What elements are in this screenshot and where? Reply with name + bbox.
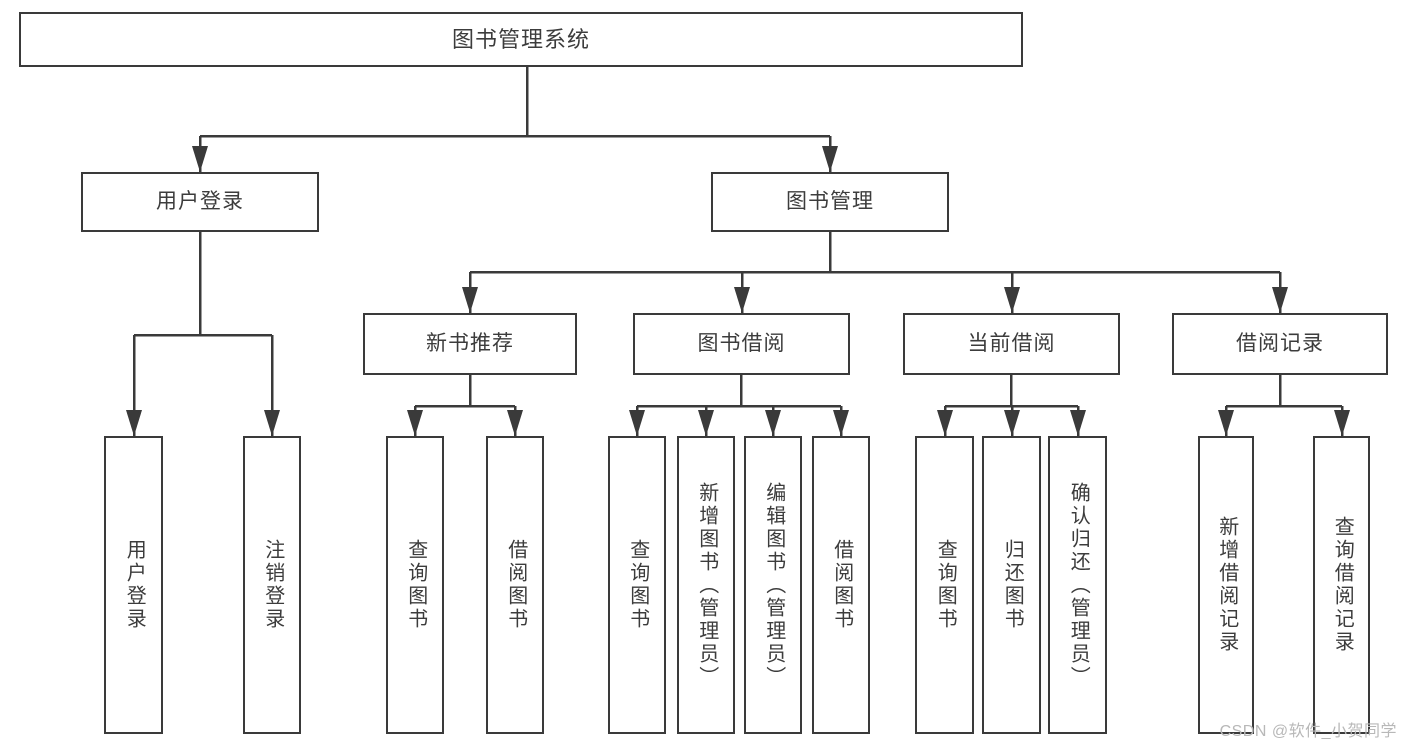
arrowhead-icon [629,410,645,436]
node-leaf-confirm[interactable]: 确认归还（管理员） [1048,436,1107,734]
arrowhead-icon [937,410,953,436]
node-label: 查询借阅记录 [1331,516,1354,654]
node-leaf-query-3[interactable]: 查询图书 [915,436,974,734]
node-book-borrow[interactable]: 图书借阅 [633,313,850,375]
node-label: 查询图书 [626,539,649,631]
node-leaf-borrow-1[interactable]: 借阅图书 [486,436,544,734]
arrowhead-icon [1004,287,1020,313]
arrowhead-icon [1334,410,1350,436]
node-label: 借阅记录 [1236,331,1324,355]
node-label: 编辑图书（管理员） [762,481,785,689]
node-leaf-user-login[interactable]: 用户登录 [104,436,163,734]
arrowhead-icon [1272,287,1288,313]
node-label: 新增图书（管理员） [695,481,718,689]
arrowhead-icon [462,287,478,313]
arrowhead-icon [822,146,838,172]
node-leaf-add-rec[interactable]: 新增借阅记录 [1198,436,1254,734]
node-label: 当前借阅 [967,331,1056,355]
node-label: 图书管理 [786,189,874,213]
node-leaf-logout[interactable]: 注销登录 [243,436,301,734]
node-leaf-edit-book[interactable]: 编辑图书（管理员） [744,436,802,734]
node-label: 查询图书 [404,539,427,631]
node-label: 借阅图书 [830,539,853,631]
node-user-login[interactable]: 用户登录 [81,172,319,232]
node-leaf-query-rec[interactable]: 查询借阅记录 [1313,436,1370,734]
arrowhead-icon [1070,410,1086,436]
node-new-book-rec[interactable]: 新书推荐 [363,313,577,375]
node-leaf-borrow-2[interactable]: 借阅图书 [812,436,870,734]
node-current-borrow[interactable]: 当前借阅 [903,313,1120,375]
node-label: 用户登录 [156,189,244,213]
node-label: 新增借阅记录 [1215,516,1238,654]
node-label: 用户登录 [123,539,146,631]
node-label: 查询图书 [934,539,957,631]
node-label: 图书借阅 [697,331,786,355]
node-borrow-record[interactable]: 借阅记录 [1172,313,1388,375]
node-leaf-query-2[interactable]: 查询图书 [608,436,666,734]
arrowhead-icon [126,410,142,436]
node-leaf-return[interactable]: 归还图书 [982,436,1041,734]
arrowhead-icon [192,146,208,172]
arrowhead-icon [1004,410,1020,436]
node-leaf-query-1[interactable]: 查询图书 [386,436,444,734]
node-leaf-add-book[interactable]: 新增图书（管理员） [677,436,735,734]
arrowhead-icon [833,410,849,436]
arrowhead-icon [264,410,280,436]
node-book-manage[interactable]: 图书管理 [711,172,949,232]
node-label: 归还图书 [1001,539,1024,631]
node-root[interactable]: 图书管理系统 [19,12,1023,67]
node-label: 借阅图书 [504,539,527,631]
arrowhead-icon [698,410,714,436]
node-label: 新书推荐 [426,331,514,355]
arrowhead-icon [507,410,523,436]
node-label: 确认归还（管理员） [1067,481,1090,689]
arrowhead-icon [407,410,423,436]
arrowhead-icon [734,287,750,313]
arrowhead-icon [1218,410,1234,436]
node-label: 图书管理系统 [451,26,590,52]
node-label: 注销登录 [261,539,284,631]
arrowhead-icon [765,410,781,436]
